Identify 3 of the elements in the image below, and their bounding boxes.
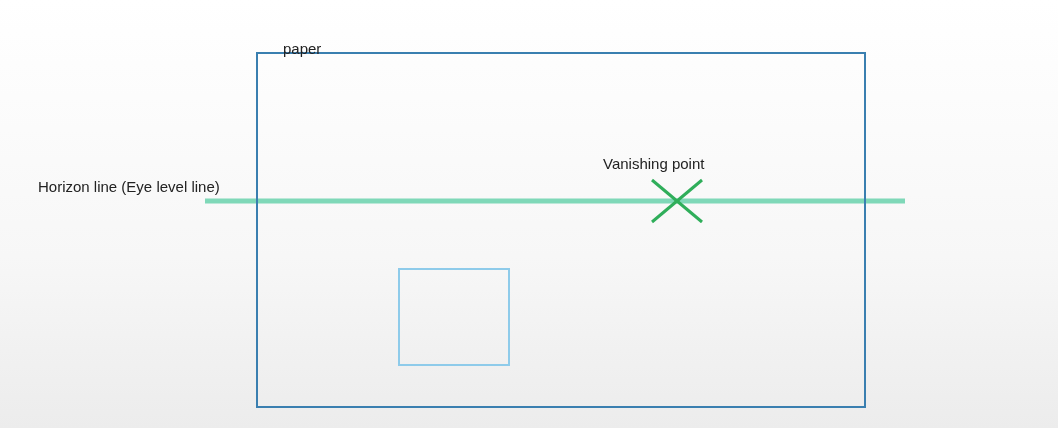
horizon-line-label: Horizon line (Eye level line) — [38, 178, 220, 196]
square — [398, 268, 510, 366]
vanishing-point-label: Vanishing point — [603, 155, 705, 173]
